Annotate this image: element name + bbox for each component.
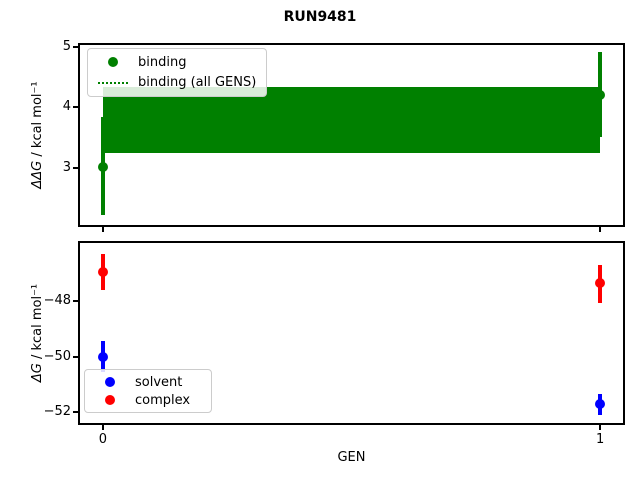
binding-marker-icon	[96, 57, 130, 68]
solvent-marker-icon	[93, 377, 127, 387]
bottom-x-tick	[101, 423, 104, 430]
binding-all-gens-dotted-line-icon	[96, 81, 130, 84]
legend-label-binding-all-gens: binding (all GENS)	[138, 75, 257, 91]
legend-row-binding: binding	[96, 52, 258, 73]
x-tick-label: 0	[98, 432, 107, 447]
bottom-y-tick	[73, 410, 80, 413]
complex-marker-icon	[93, 395, 127, 405]
figure-title: RUN9481	[283, 9, 357, 25]
x-axis-label: GEN	[337, 450, 366, 465]
legend-label-binding: binding	[138, 54, 187, 70]
top-y-tick-label: 3	[62, 160, 71, 176]
top-y-tick	[73, 45, 80, 48]
bottom-y-tick	[73, 355, 80, 358]
bottom-y-tick	[73, 300, 80, 303]
top-legend: binding binding (all GENS)	[87, 48, 267, 97]
bottom-x-tick	[599, 423, 602, 430]
bottom-y-tick-label: −52	[43, 403, 71, 419]
complex-data-point	[595, 278, 606, 289]
top-y-axis-units: / kcal mol⁻¹	[30, 81, 45, 161]
bottom-y-tick-label: −48	[43, 293, 71, 309]
top-x-tick	[101, 225, 104, 232]
legend-row-complex: complex	[93, 391, 203, 409]
x-tick-label: 1	[595, 432, 605, 447]
legend-row-binding-all-gens: binding (all GENS)	[96, 73, 258, 94]
legend-label-solvent: solvent	[135, 374, 183, 390]
top-y-tick-label: 4	[62, 99, 71, 115]
solvent-data-point	[97, 351, 108, 362]
bottom-axes	[78, 241, 625, 425]
legend-label-complex: complex	[135, 392, 191, 408]
binding-data-point	[595, 89, 606, 100]
top-y-tick-label: 5	[62, 38, 71, 54]
binding-data-point	[97, 161, 108, 172]
top-axes	[78, 43, 625, 227]
bottom-legend: solvent complex	[84, 369, 212, 413]
legend-row-solvent: solvent	[93, 373, 203, 391]
delta-g-symbol: ΔG	[30, 363, 45, 383]
solvent-data-point	[595, 399, 606, 410]
binding-all-gens--band	[102, 86, 601, 153]
complex-data-point	[97, 267, 108, 278]
top-y-axis-label: ΔΔG / kcal mol⁻¹	[30, 35, 46, 235]
bottom-y-tick-label: −50	[43, 348, 71, 364]
top-y-tick	[73, 106, 80, 109]
top-x-tick	[599, 225, 602, 232]
top-y-tick	[73, 167, 80, 170]
